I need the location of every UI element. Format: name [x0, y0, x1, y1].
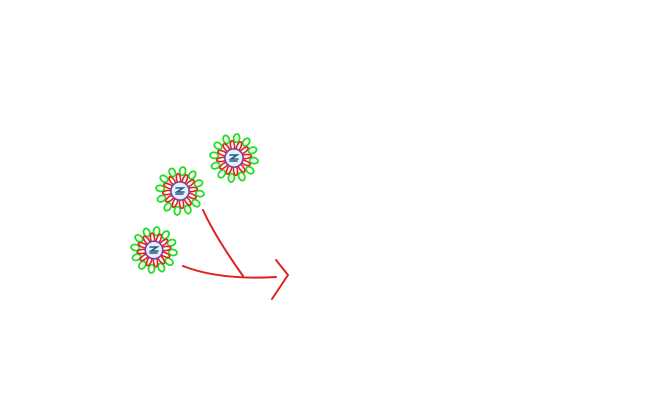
petal-outer [167, 248, 178, 257]
petal-outer [166, 238, 177, 247]
flower-core-mark [228, 154, 240, 162]
petal-outer [194, 189, 205, 198]
petal-outer [142, 227, 151, 238]
petal-outer [168, 167, 177, 178]
arrow-head [271, 259, 289, 300]
petal-outer [245, 165, 255, 175]
petal-outer [164, 257, 174, 266]
flower-core-mark [174, 187, 186, 195]
petal-outer [159, 174, 169, 184]
flower-core-ring [144, 240, 164, 260]
petal-outer [134, 234, 144, 243]
petal-outer [222, 134, 231, 145]
petal-outer [191, 198, 201, 208]
petal-outer [163, 202, 173, 212]
flower-core-ring [170, 181, 190, 201]
flower-icon [209, 133, 259, 183]
arrow-stroke-lower [182, 265, 277, 279]
petal-outer [183, 204, 192, 215]
petal-outer [210, 161, 221, 170]
petal-outer [178, 166, 187, 177]
flowers-group [130, 133, 259, 274]
petal-outer [227, 172, 236, 183]
petal-outer [161, 230, 170, 240]
petal-outer [147, 263, 156, 274]
petal-outer [138, 260, 147, 270]
petal-outer [217, 169, 227, 179]
petal-outer [187, 170, 197, 180]
flower-icon [155, 166, 205, 216]
petal-outer [155, 184, 166, 193]
petal-outer [156, 194, 167, 203]
flower-icon [130, 226, 178, 274]
petal-outer [237, 171, 246, 182]
petal-outer [213, 141, 223, 151]
petal-outer [193, 179, 204, 188]
arrow-group [182, 209, 289, 300]
petal-outer [131, 253, 142, 262]
flower-core-ring [224, 148, 244, 168]
petal-outer [173, 205, 182, 216]
petal-outer [241, 137, 251, 147]
petal-outer [209, 151, 220, 160]
petal-outer [248, 156, 259, 165]
petal-outer [247, 146, 258, 155]
petal-outer [130, 243, 141, 252]
petal-outer [232, 133, 241, 144]
petal-outer [152, 226, 161, 237]
arrow-stroke-upper [202, 209, 244, 277]
petal-outer [157, 262, 166, 273]
flower-core-mark [148, 246, 160, 254]
